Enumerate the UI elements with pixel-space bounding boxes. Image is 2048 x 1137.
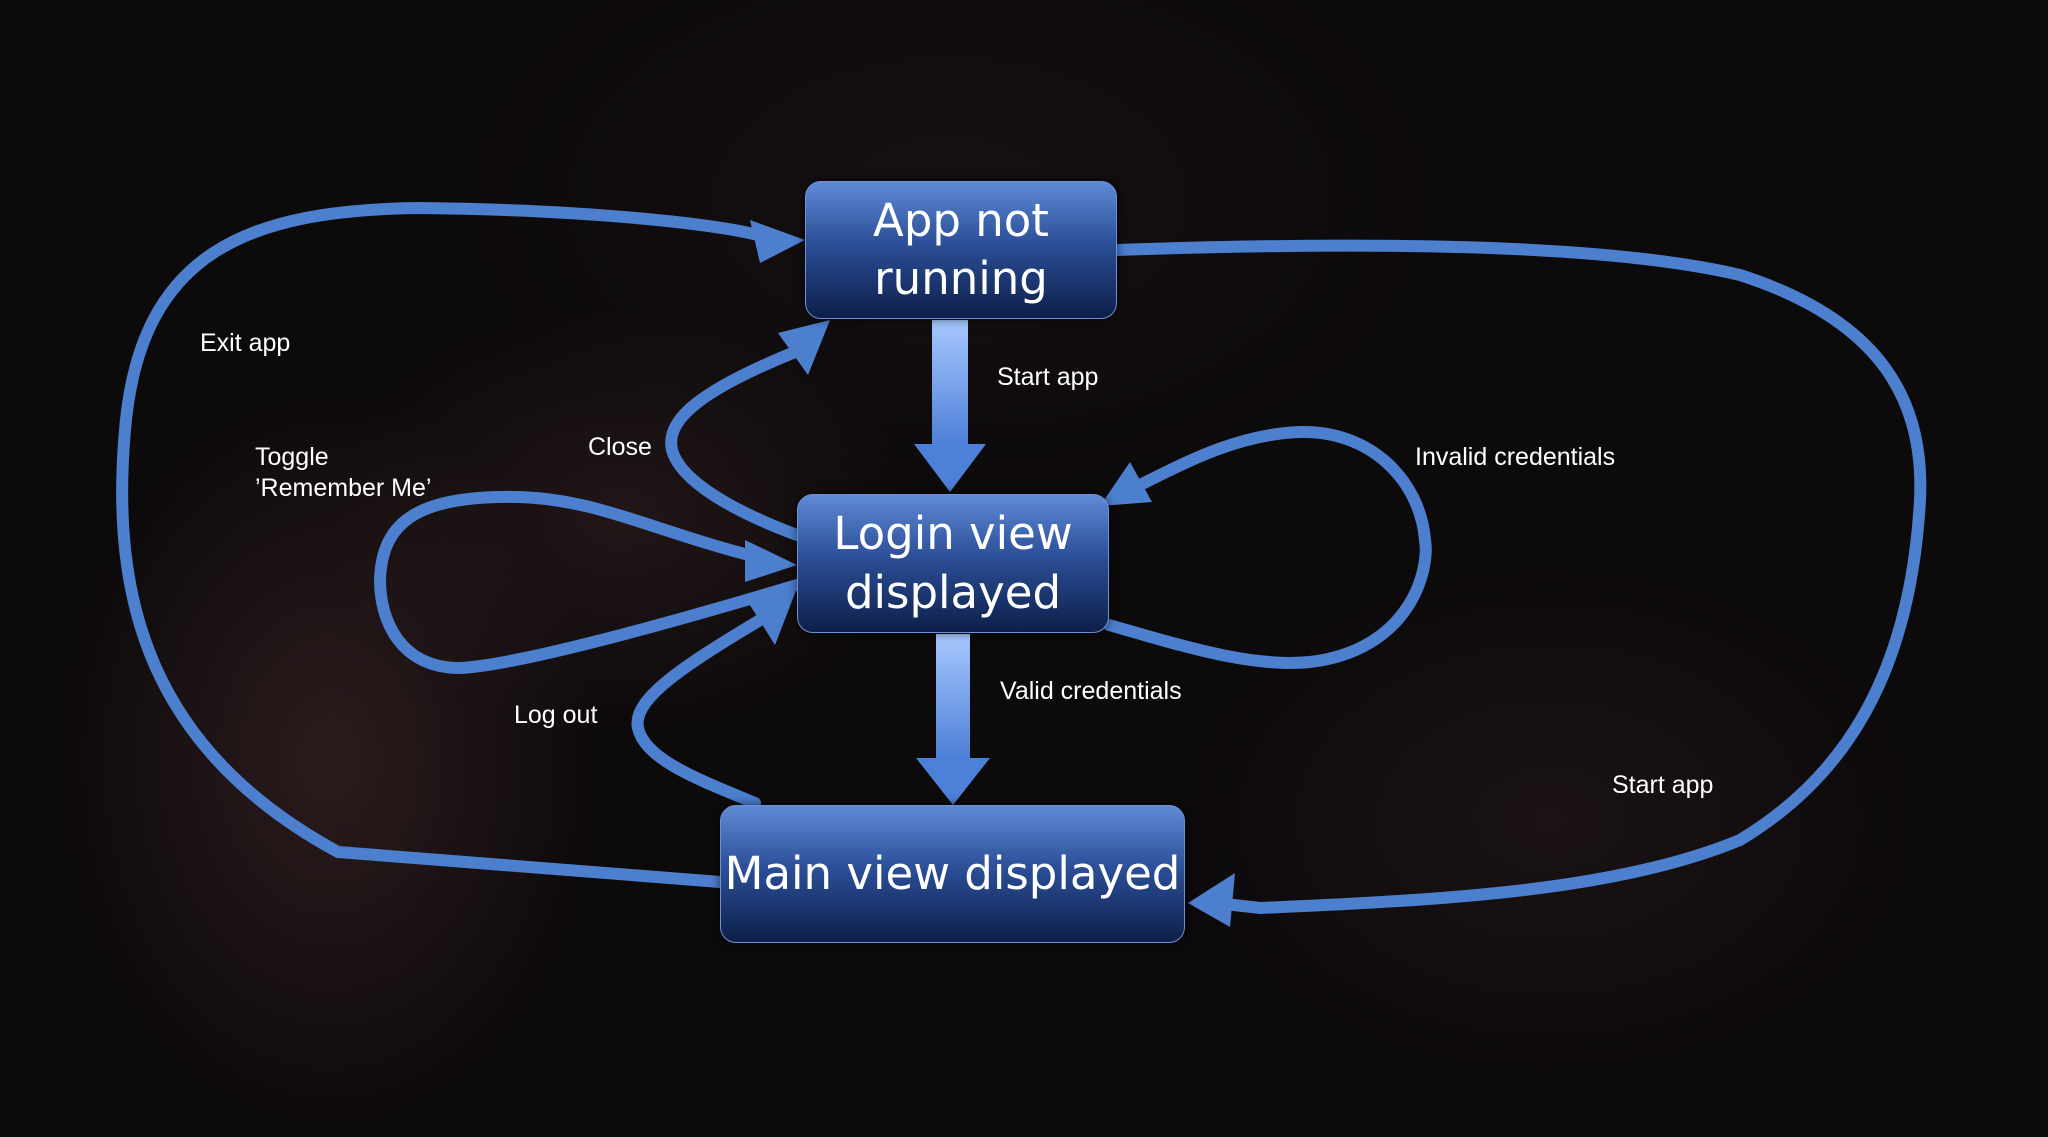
label-valid-credentials: Valid credentials	[1000, 677, 1182, 705]
arrow-invalid-credentials	[1100, 425, 1432, 669]
node-login-view-displayed: Login view displayed	[797, 494, 1109, 633]
arrow-exit-app	[116, 201, 805, 888]
node-app-not-running: App not running	[805, 181, 1117, 319]
label-exit-app: Exit app	[200, 329, 291, 357]
node-main-view-label: Main view displayed	[724, 846, 1181, 900]
node-app-not-running-label: App not running	[873, 193, 1049, 306]
node-login-view-label: Login view displayed	[833, 507, 1073, 619]
arrow-start-app-remembered	[1111, 239, 1927, 927]
label-close: Close	[588, 433, 652, 461]
arrow-toggle-remember-me	[373, 490, 803, 675]
label-start-app-1: Start app	[997, 363, 1099, 391]
label-toggle-remember-me: Toggle ’Remember Me’	[255, 443, 432, 502]
label-start-app-2: Start app	[1612, 771, 1714, 799]
arrow-valid-credentials	[916, 634, 990, 805]
label-log-out: Log out	[514, 701, 598, 729]
node-main-view-displayed: Main view displayed	[720, 805, 1185, 943]
arrow-start-app-down	[914, 320, 986, 492]
arrow-close	[665, 320, 830, 541]
label-invalid-credentials: Invalid credentials	[1415, 443, 1616, 471]
arrow-log-out	[631, 588, 797, 809]
